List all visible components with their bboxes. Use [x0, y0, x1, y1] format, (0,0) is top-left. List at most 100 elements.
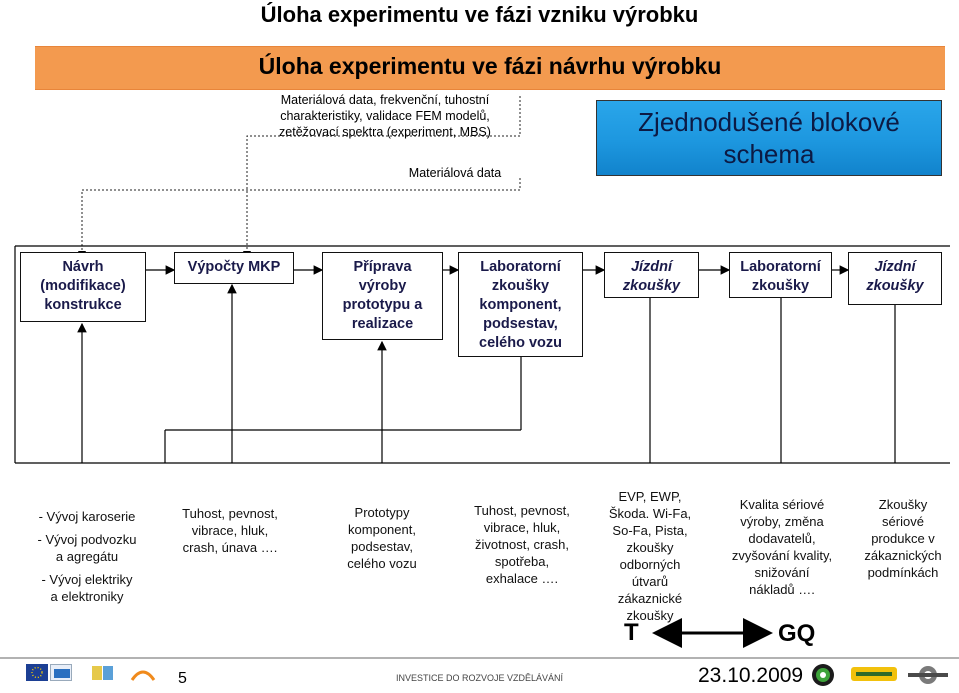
desc-line: Tuhost, pevnost, [474, 503, 570, 518]
desc-line: a agregátu [55, 549, 119, 564]
eu-flag-logo [26, 664, 48, 681]
desc-line: snižování [754, 565, 810, 580]
marker-gq: GQ [778, 620, 816, 647]
desc-line: zákaznických [864, 548, 942, 563]
desc-fem: Tuhost, pevnost, vibrace, hluk, crash, ú… [165, 505, 295, 556]
desc-line: podsestav, [351, 539, 413, 554]
step-lab-tests: Laboratorní zkoušky komponent, podsestav… [458, 252, 583, 357]
schema-title-line: schema [723, 139, 815, 169]
step-text: (modifikace) [40, 278, 126, 294]
desc-line: a elektroniky [50, 589, 124, 604]
marker-t: T [624, 619, 639, 646]
step-lab-tests-2: Laboratorní zkoušky [729, 252, 832, 298]
desc-line: - Vývoj podvozku [37, 532, 137, 547]
footer-date: 23.10.2009 [698, 664, 804, 687]
desc-line: - Vývoj karoserie [38, 509, 136, 524]
desc-line: životnost, crash, [475, 537, 569, 552]
material-data-label: Materiálová data [408, 166, 502, 180]
step-text: Výpočty MKP [187, 259, 281, 275]
step-text: realizace [351, 316, 414, 332]
skoda-emblem-icon [812, 664, 834, 686]
step-text: zkoušky [491, 278, 550, 294]
desc-prototypes: Prototypy komponent, podsestav, celého v… [318, 504, 446, 572]
skoda-logo [806, 662, 840, 688]
gear-icon [908, 666, 948, 684]
desc-line: podmínkách [867, 565, 939, 580]
msmt-mark-icon [92, 666, 113, 680]
desc-quality: Kvalita sériové výroby, změna dodavatelů… [718, 496, 846, 598]
desc-line: spotřeba, [494, 554, 550, 569]
desc-line: vibrace, hluk, [483, 520, 561, 535]
desc-line: zkoušky [626, 540, 674, 555]
esf-logo [50, 664, 72, 681]
page-number: 5 [178, 670, 187, 687]
eu-stars-icon [31, 666, 43, 679]
step-fem: Výpočty MKP [174, 252, 294, 284]
step-text: Jízdní [874, 259, 916, 275]
step-text: konstrukce [44, 297, 122, 313]
step-text: komponent, [479, 297, 562, 313]
desc-line: komponent, [348, 522, 416, 537]
desc-line: Škoda. Wi-Fa, [608, 506, 692, 521]
desc-series: Zkoušky sériové produkce v zákaznických … [848, 496, 958, 581]
desc-line: dodavatelů, [748, 531, 816, 546]
desc-line: útvarů [631, 574, 669, 589]
desc-lab: Tuhost, pevnost, vibrace, hluk, životnos… [458, 502, 586, 587]
desc-line: exhalace …. [485, 571, 559, 586]
desc-line: crash, únava …. [182, 540, 278, 555]
desc-line: odborných [619, 557, 681, 572]
desc-line: vibrace, hluk, [191, 523, 269, 538]
banner-bar [35, 46, 945, 90]
tecme-logo [850, 664, 898, 684]
step-design: Návrh (modifikace) konstrukce [20, 252, 146, 322]
desc-line: sériové [882, 514, 924, 529]
desc-line: zákaznické [617, 591, 683, 606]
simplified-schema-box: Zjednodušené blokové schema [596, 100, 942, 176]
desc-development: - Vývoj karoserie - Vývoj podvozku a agr… [22, 508, 152, 605]
desc-line: Zkoušky [878, 497, 928, 512]
vsb-logo [904, 664, 952, 686]
desc-line: zvyšování kvality, [731, 548, 833, 563]
step-driving-tests-2: Jízdní zkoušky [848, 252, 942, 305]
desc-line: produkce v [871, 531, 935, 546]
step-text: podsestav, [483, 316, 558, 332]
schema-title-line: Zjednodušené blokové [638, 107, 900, 137]
material-info-line: charakteristiky, validace FEM modelů, [280, 109, 490, 123]
material-info-line: Materiálová data, frekvenční, tuhostní [280, 93, 490, 107]
op-logo [130, 664, 156, 682]
step-text: výroby [358, 278, 407, 294]
step-text: prototypu a [342, 297, 423, 313]
desc-line: EVP, EWP, [618, 489, 682, 504]
step-text: zkoušky [751, 278, 810, 294]
desc-line: Tuhost, pevnost, [182, 506, 278, 521]
step-text: Laboratorní [740, 259, 821, 275]
esf-mark-icon [54, 669, 70, 678]
op-mark-icon [130, 670, 156, 681]
step-text: zkoušky [622, 278, 681, 294]
step-text: Příprava [353, 259, 412, 275]
footer-program: INVESTICE DO ROZVOJE VZDĚLÁVÁNÍ [396, 673, 564, 683]
banner-title: Úloha experimentu ve fázi návrhu výrobku [258, 53, 722, 79]
step-text: Jízdní [630, 259, 673, 275]
desc-line: výroby, změna [740, 514, 824, 529]
step-text: Laboratorní [480, 259, 561, 275]
step-text: Návrh [62, 259, 104, 275]
desc-line: Kvalita sériové [739, 497, 825, 512]
material-info-text: Materiálová data, frekvenční, tuhostní c… [250, 92, 520, 140]
desc-driving: EVP, EWP, Škoda. Wi-Fa, So-Fa, Pista, zk… [598, 488, 702, 624]
step-text: celého vozu [479, 335, 562, 351]
step-prototype: Příprava výroby prototypu a realizace [322, 252, 443, 340]
desc-line: - Vývoj elektriky [41, 572, 133, 587]
step-driving-tests: Jízdní zkoušky [604, 252, 699, 298]
tecme-mark-icon [851, 667, 897, 681]
desc-line: Prototypy [354, 505, 410, 520]
desc-line: nákladů …. [749, 582, 815, 597]
step-text: zkoušky [866, 278, 924, 294]
desc-line: zkoušky [626, 608, 674, 623]
msmt-logo [90, 663, 116, 683]
desc-line: So-Fa, Pista, [612, 523, 688, 538]
page-title: Úloha experimentu ve fázi vzniku výrobku [260, 2, 699, 27]
desc-line: celého vozu [347, 556, 417, 571]
material-info-line: zetěžovací spektra (experiment, MBS) [279, 125, 491, 139]
